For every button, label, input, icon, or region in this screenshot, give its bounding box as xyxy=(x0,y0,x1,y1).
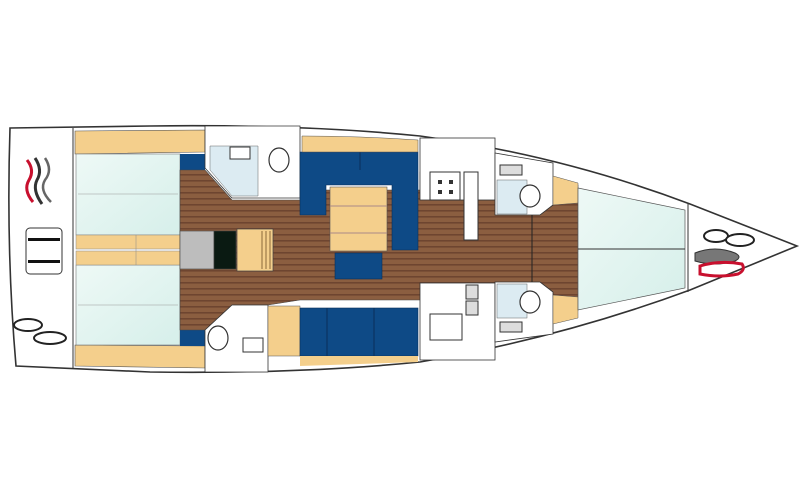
toilet-icon xyxy=(268,147,290,173)
toilet-icon xyxy=(519,184,541,208)
saloon-table xyxy=(329,186,388,252)
galley-port xyxy=(419,137,496,241)
stove-icon xyxy=(429,171,461,201)
sink-icon xyxy=(229,146,251,160)
sink-icon xyxy=(465,284,479,300)
aft-cabin-port xyxy=(74,129,206,236)
chart-table xyxy=(179,230,215,270)
sink-icon xyxy=(499,321,523,333)
anchor-chain-icon xyxy=(694,229,755,278)
toilet-icon xyxy=(207,325,229,351)
companionway-stairs[interactable] xyxy=(236,228,274,272)
aft-berth-port xyxy=(75,153,181,236)
aft-cabin-starboard xyxy=(74,264,206,369)
forward-locker-starboard xyxy=(552,294,579,325)
sink-icon xyxy=(429,313,463,341)
toilet-icon xyxy=(519,290,541,314)
fender-icon xyxy=(13,318,67,345)
forward-head-port xyxy=(494,152,554,216)
aft-shelves xyxy=(75,234,181,266)
forward-head-starboard xyxy=(494,281,554,343)
sink-icon xyxy=(465,300,479,316)
mooring-lines-icon xyxy=(25,157,52,205)
aft-head-port xyxy=(204,125,301,199)
galley-starboard xyxy=(419,282,496,361)
stern-ladder-icon xyxy=(25,227,63,275)
nav-instruments xyxy=(213,230,237,270)
saloon-stool xyxy=(334,252,383,280)
sink-icon xyxy=(499,164,523,176)
saloon-settee-u xyxy=(299,151,419,251)
saloon-settee-starboard xyxy=(299,307,419,366)
aft-head-starboard xyxy=(204,304,301,373)
saloon-shelf-port xyxy=(301,135,419,153)
sink-icon xyxy=(242,337,264,353)
